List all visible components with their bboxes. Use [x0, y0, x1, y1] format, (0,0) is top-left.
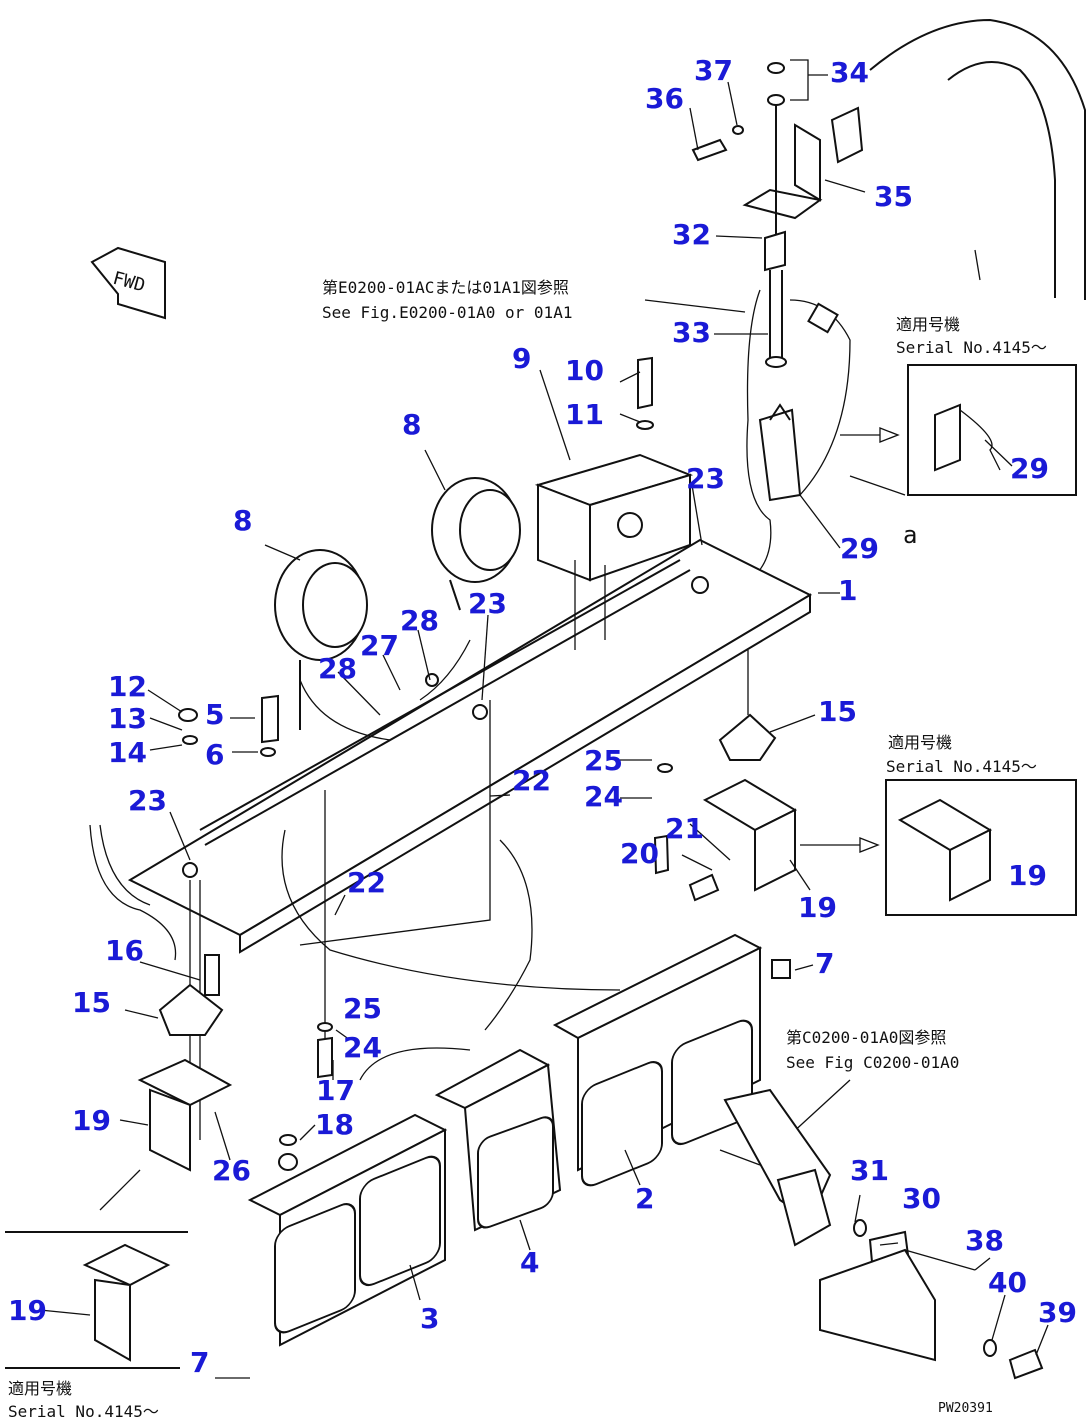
callout-6: 6 — [205, 738, 224, 771]
callout-30: 30 — [902, 1182, 941, 1215]
callout-20: 20 — [620, 837, 659, 870]
serial-box-1-line1: 適用号機 — [896, 315, 960, 334]
callout-13: 13 — [108, 702, 147, 735]
callout-35: 35 — [874, 180, 913, 213]
callout-24b: 24 — [343, 1031, 382, 1064]
callout-39: 39 — [1038, 1296, 1077, 1329]
reference-arrows — [99, 299, 906, 1211]
cab-pillar — [869, 18, 1086, 300]
serial-box-middle: 適用号機 Serial No.4145～ — [885, 733, 1077, 916]
callout-19a: 19 — [798, 891, 837, 924]
callout-32: 32 — [672, 218, 711, 251]
callout-17: 17 — [316, 1074, 355, 1107]
callout-4: 4 — [520, 1246, 539, 1279]
callout-15b: 15 — [72, 986, 111, 1019]
serial-box-bottom: 適用号機 Serial No.4145～ — [5, 1231, 188, 1421]
callout-23b: 23 — [468, 587, 507, 620]
callout-15a: 15 — [818, 695, 857, 728]
callout-23c: 23 — [128, 784, 167, 817]
callout-16: 16 — [105, 934, 144, 967]
ref-note-top-line1: 第E0200-01ACまたは01A1図参照 — [322, 278, 569, 297]
fwd-arrow-icon: FWD — [90, 246, 166, 320]
horn-bracket — [723, 1088, 976, 1362]
callout-26: 26 — [212, 1154, 251, 1187]
serial-box-3-line1: 適用号機 — [8, 1379, 72, 1398]
callout-29a: 29 — [1010, 452, 1049, 485]
callout-11: 11 — [565, 398, 604, 431]
bracket-left — [137, 1058, 233, 1172]
control-box — [534, 356, 694, 650]
rubber-mount-right — [718, 650, 777, 761]
callout-8a: 8 — [233, 504, 252, 537]
callout-40: 40 — [988, 1266, 1027, 1299]
main-beam — [127, 538, 813, 954]
callout-33: 33 — [672, 316, 711, 349]
head-lamp-right — [552, 933, 791, 1187]
serial-box-2-line2: Serial No.4145～ — [886, 757, 1037, 776]
callout-25b: 25 — [343, 992, 382, 1025]
callout-36: 36 — [645, 82, 684, 115]
callout-7a: 7 — [815, 947, 834, 980]
callout-24a: 24 — [584, 780, 623, 813]
callout-7b: 7 — [190, 1346, 209, 1379]
callout-29b: 29 — [840, 532, 879, 565]
leader-lines — [39, 59, 1049, 1379]
ref-note-bottom-line2: See Fig C0200-01A0 — [786, 1053, 959, 1072]
callout-18: 18 — [315, 1108, 354, 1141]
callout-38: 38 — [965, 1224, 1004, 1257]
head-lamp-left — [247, 1113, 448, 1347]
callout-23a: 23 — [686, 462, 725, 495]
mirror-bracket — [691, 62, 864, 272]
callout-8b: 8 — [402, 408, 421, 441]
callout-5: 5 — [205, 698, 224, 731]
callout-34: 34 — [830, 56, 869, 89]
callout-12: 12 — [108, 670, 147, 703]
callout-3: 3 — [420, 1302, 439, 1335]
callout-19b: 19 — [1008, 859, 1047, 892]
callout-37: 37 — [694, 54, 733, 87]
callout-14: 14 — [108, 736, 147, 769]
callout-27: 27 — [360, 629, 399, 662]
switch-harness — [746, 289, 851, 581]
work-lamp-left — [274, 549, 368, 730]
callout-10: 10 — [565, 354, 604, 387]
ref-note-bottom-line1: 第C0200-01A0図参照 — [786, 1028, 946, 1047]
callout-31: 31 — [850, 1154, 889, 1187]
part-callouts: 1 2 3 4 5 6 7 7 8 8 9 10 11 12 13 14 15 … — [8, 54, 1077, 1379]
callout-22a: 22 — [512, 764, 551, 797]
callout-9: 9 — [512, 342, 531, 375]
callout-28b: 28 — [318, 652, 357, 685]
callout-19c: 19 — [72, 1104, 111, 1137]
support-column — [765, 270, 787, 368]
callout-2: 2 — [635, 1182, 654, 1215]
work-lamp-right — [431, 477, 521, 611]
callout-21: 21 — [665, 812, 704, 845]
callout-19d: 19 — [8, 1294, 47, 1327]
serial-box-top: 適用号機 Serial No.4145～ — [896, 315, 1077, 496]
ref-note-top-line2: See Fig.E0200-01A0 or 01A1 — [322, 303, 572, 322]
callout-28a: 28 — [400, 604, 439, 637]
bracket-right — [702, 778, 798, 892]
side-lamp — [434, 1048, 562, 1232]
callout-25a: 25 — [584, 744, 623, 777]
callout-22b: 22 — [347, 866, 386, 899]
detail-letter: a — [903, 521, 917, 549]
callout-1: 1 — [838, 574, 857, 607]
serial-box-3-line2: Serial No.4145～ — [8, 1402, 159, 1421]
rubber-mount-left — [158, 954, 224, 1036]
drawing-code: PW20391 — [938, 1401, 993, 1416]
serial-box-1-line2: Serial No.4145～ — [896, 338, 1047, 357]
serial-box-2-line1: 適用号機 — [888, 733, 952, 752]
